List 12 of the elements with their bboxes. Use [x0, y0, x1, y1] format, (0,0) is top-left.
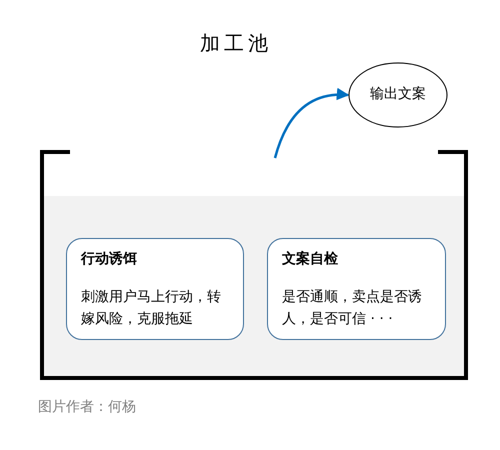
card-heading: 行动诱饵: [81, 250, 138, 269]
card-heading: 文案自检: [282, 250, 339, 269]
card-text: 刺激用户马上行动，转嫁风险，克服拖延: [81, 288, 222, 329]
processing-pool: [40, 150, 468, 380]
diagram-title: 加工池: [200, 30, 272, 57]
text-card: [66, 238, 244, 340]
text-card: [267, 238, 446, 340]
author-note: 图片作者：何杨: [38, 398, 136, 416]
ellipse-label: 输出文案: [369, 85, 427, 103]
card-text: 是否通顺，卖点是否诱人，是否可信 · · ·: [282, 288, 423, 329]
output-ellipse: [348, 62, 448, 128]
curved-arrow: [274, 88, 350, 158]
